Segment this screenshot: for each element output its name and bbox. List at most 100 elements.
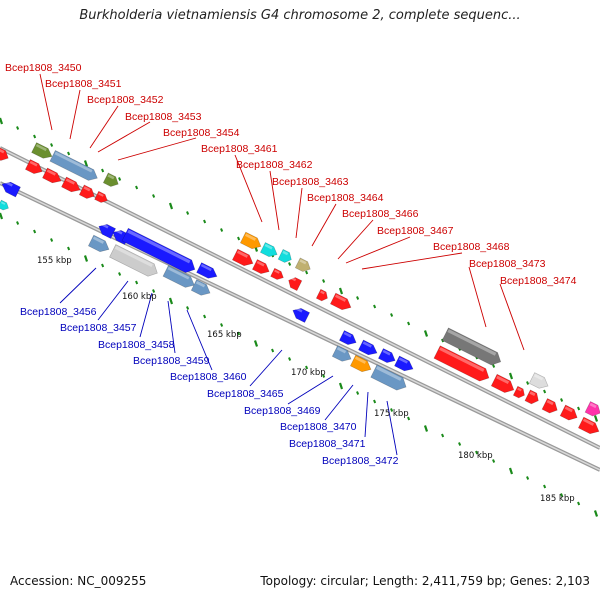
gene-arrow [559, 404, 578, 421]
gene-label-3471: Bcep1808_3471 [289, 438, 366, 450]
scale-tick [101, 168, 105, 173]
leader-line [499, 283, 525, 351]
gene-highlight [290, 276, 297, 282]
scale-label-170: 170 kbp [291, 368, 326, 378]
gene-feature[interactable] [290, 306, 311, 323]
gene-arrow [1, 181, 21, 198]
gene-highlight [282, 250, 289, 256]
gene-feature[interactable] [584, 401, 600, 419]
gene-feature[interactable] [42, 167, 63, 186]
gene-feature[interactable] [251, 259, 271, 277]
gene-arrow [292, 308, 311, 323]
gene-feature[interactable] [231, 248, 255, 269]
scale-tick [458, 442, 462, 446]
scale-tick [220, 323, 224, 327]
gene-feature[interactable] [358, 339, 379, 358]
gene-highlight [264, 243, 273, 250]
gene-arrow [528, 372, 549, 389]
leader-line [89, 105, 119, 149]
gene-highlight [256, 260, 265, 267]
gene-feature[interactable] [433, 345, 492, 384]
gene-feature[interactable] [577, 416, 600, 437]
gene-highlight [3, 180, 13, 187]
gene-feature[interactable] [96, 222, 117, 239]
bottom-gene-labels[interactable]: Bcep1808_3456 Bcep1808_3457 Bcep1808_345… [20, 306, 399, 467]
gene-feature[interactable] [121, 227, 198, 275]
gene-feature[interactable] [286, 275, 303, 292]
gene-feature[interactable] [331, 345, 353, 365]
scale-tick [101, 263, 105, 268]
gene-feature[interactable] [102, 172, 120, 189]
gene-feature[interactable] [0, 179, 21, 198]
gene-arrow [433, 345, 490, 382]
gene-arrow [196, 262, 218, 279]
gene-arrow [394, 355, 414, 372]
gene-feature[interactable] [0, 146, 11, 163]
scale-tick [475, 450, 479, 455]
leader-line [345, 236, 411, 264]
gene-feature[interactable] [239, 231, 263, 252]
gene-feature[interactable] [162, 265, 197, 290]
gene-feature[interactable] [329, 292, 353, 313]
gene-label-3450: Bcep1808_3450 [5, 62, 82, 74]
leader-line [59, 267, 97, 304]
gene-feature[interactable] [338, 330, 358, 348]
scale-tick [441, 433, 445, 438]
gene-feature[interactable] [196, 262, 220, 282]
gene-feature[interactable] [394, 355, 415, 374]
gene-feature[interactable] [270, 267, 286, 281]
gene-feature[interactable] [61, 176, 82, 195]
leader-line [269, 170, 280, 231]
gene-feature[interactable] [524, 389, 541, 406]
gene-feature[interactable] [559, 404, 580, 423]
gene-feature[interactable] [0, 199, 10, 212]
gene-arrow [61, 176, 81, 193]
scale-tick [0, 212, 4, 220]
gene-feature[interactable] [24, 159, 44, 177]
gene-highlight [334, 294, 347, 302]
gene-feature[interactable] [512, 385, 526, 399]
gene-feature[interactable] [528, 372, 550, 392]
gene-highlight [439, 347, 485, 372]
gene-highlight [236, 250, 249, 258]
gene-feature[interactable] [31, 142, 55, 162]
gene-arrow [42, 167, 62, 184]
scale-tick [423, 330, 429, 337]
gene-feature[interactable] [541, 398, 560, 416]
gene-feature[interactable] [78, 184, 96, 201]
gene-label-3469: Bcep1808_3469 [244, 405, 321, 417]
top-gene-labels[interactable]: Bcep1808_3450 Bcep1808_3451 Bcep1808_345… [5, 62, 577, 287]
scale-tick [338, 287, 344, 295]
gene-features[interactable] [0, 142, 600, 437]
gene-feature[interactable] [315, 288, 329, 302]
gene-arrow [190, 279, 211, 296]
gene-label-3451: Bcep1808_3451 [45, 78, 122, 90]
gene-feature[interactable] [349, 354, 373, 375]
gene-highlight [98, 192, 104, 197]
gene-feature[interactable] [277, 248, 294, 264]
gene-arrow [524, 389, 539, 405]
scale-tick [271, 348, 275, 353]
leader-line [69, 89, 81, 140]
gene-highlight [167, 266, 190, 280]
gene-feature[interactable] [109, 244, 161, 280]
gene-feature[interactable] [190, 279, 212, 299]
gene-feature[interactable] [87, 234, 111, 255]
gene-feature[interactable] [377, 348, 397, 366]
gene-feature[interactable] [441, 327, 504, 368]
gene-feature[interactable] [259, 242, 279, 260]
gene-label-3464: Bcep1808_3464 [307, 192, 384, 204]
scale-tick [423, 425, 429, 432]
scale-tick [577, 406, 581, 411]
gene-feature[interactable] [294, 257, 312, 274]
gene-label-3459: Bcep1808_3459 [133, 355, 210, 367]
gene-feature[interactable] [49, 150, 100, 183]
label-leader-lines [39, 73, 525, 456]
gene-feature[interactable] [94, 190, 110, 204]
gene-feature[interactable] [370, 364, 409, 394]
gene-feature[interactable] [490, 373, 516, 395]
scale-tick [322, 374, 326, 378]
scale-tick [135, 185, 139, 190]
scale-tick [356, 391, 360, 395]
